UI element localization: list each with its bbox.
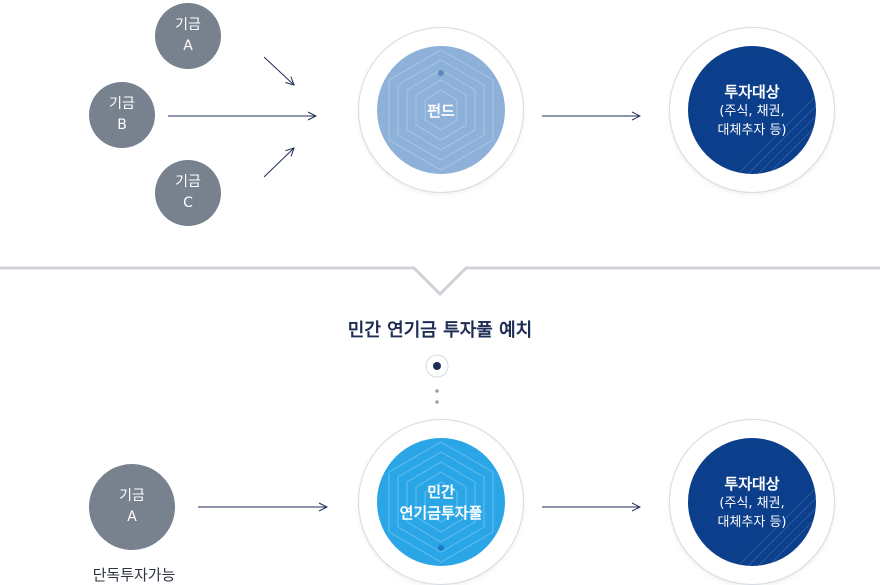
source-node-a-bottom: 기금 A xyxy=(89,464,175,550)
target-desc-line2: 대체추자 등) xyxy=(717,514,787,530)
step-indicator-dot xyxy=(433,362,441,370)
target-circle: 투자대상 (주식, 채권, 대체추자 등) xyxy=(688,46,816,174)
fund-circle: 펀드 xyxy=(377,46,505,174)
source-node-c: 기금 C xyxy=(155,160,221,226)
connector-dot xyxy=(435,389,439,393)
target-desc-line1: (주식, 채권, xyxy=(719,103,785,119)
target-desc-line1: (주식, 채권, xyxy=(719,495,785,511)
pool-label-line1: 민간 xyxy=(427,483,455,501)
source-node-b: 기금 B xyxy=(89,82,155,148)
source-node-a: 기금 A xyxy=(155,3,221,69)
target-node-top: 투자대상 (주식, 채권, 대체추자 등) xyxy=(670,28,834,192)
source-label: 기금 xyxy=(119,488,145,504)
target-node-bottom: 투자대상 (주식, 채권, 대체추자 등) xyxy=(670,420,834,584)
hexagon-pattern-icon xyxy=(388,441,494,563)
pool-circle: 민간 연기금투자풀 xyxy=(377,438,505,566)
arrow-c-to-fund xyxy=(263,148,294,178)
target-title: 투자대상 xyxy=(724,474,780,493)
target-circle: 투자대상 (주식, 채권, 대체추자 등) xyxy=(688,438,816,566)
stripe-pattern-icon xyxy=(737,487,816,566)
hexagon-pattern-icon xyxy=(388,49,494,171)
stripe-pattern-icon xyxy=(737,95,816,174)
pool-label-line2: 연기금투자풀 xyxy=(399,504,483,522)
pool-node: 민간 연기금투자풀 xyxy=(359,420,523,584)
source-label: 기금 xyxy=(109,96,135,112)
source-letter: A xyxy=(183,38,193,54)
target-desc-line2: 대체추자 등) xyxy=(717,122,787,138)
section-divider xyxy=(0,266,880,297)
source-label: 기금 xyxy=(175,17,201,33)
source-label: 기금 xyxy=(175,174,201,190)
target-title: 투자대상 xyxy=(724,82,780,101)
source-letter: C xyxy=(183,195,193,211)
connector-dot xyxy=(435,400,439,404)
section-label: 민간 연기금 투자풀 예치 xyxy=(347,320,533,341)
fund-label: 펀드 xyxy=(427,101,455,120)
source-letter: B xyxy=(117,117,127,133)
source-letter: A xyxy=(127,509,137,525)
fund-node: 펀드 xyxy=(359,28,523,192)
source-caption: 단독투자가능 xyxy=(92,566,176,584)
arrow-a-to-fund xyxy=(263,56,294,85)
